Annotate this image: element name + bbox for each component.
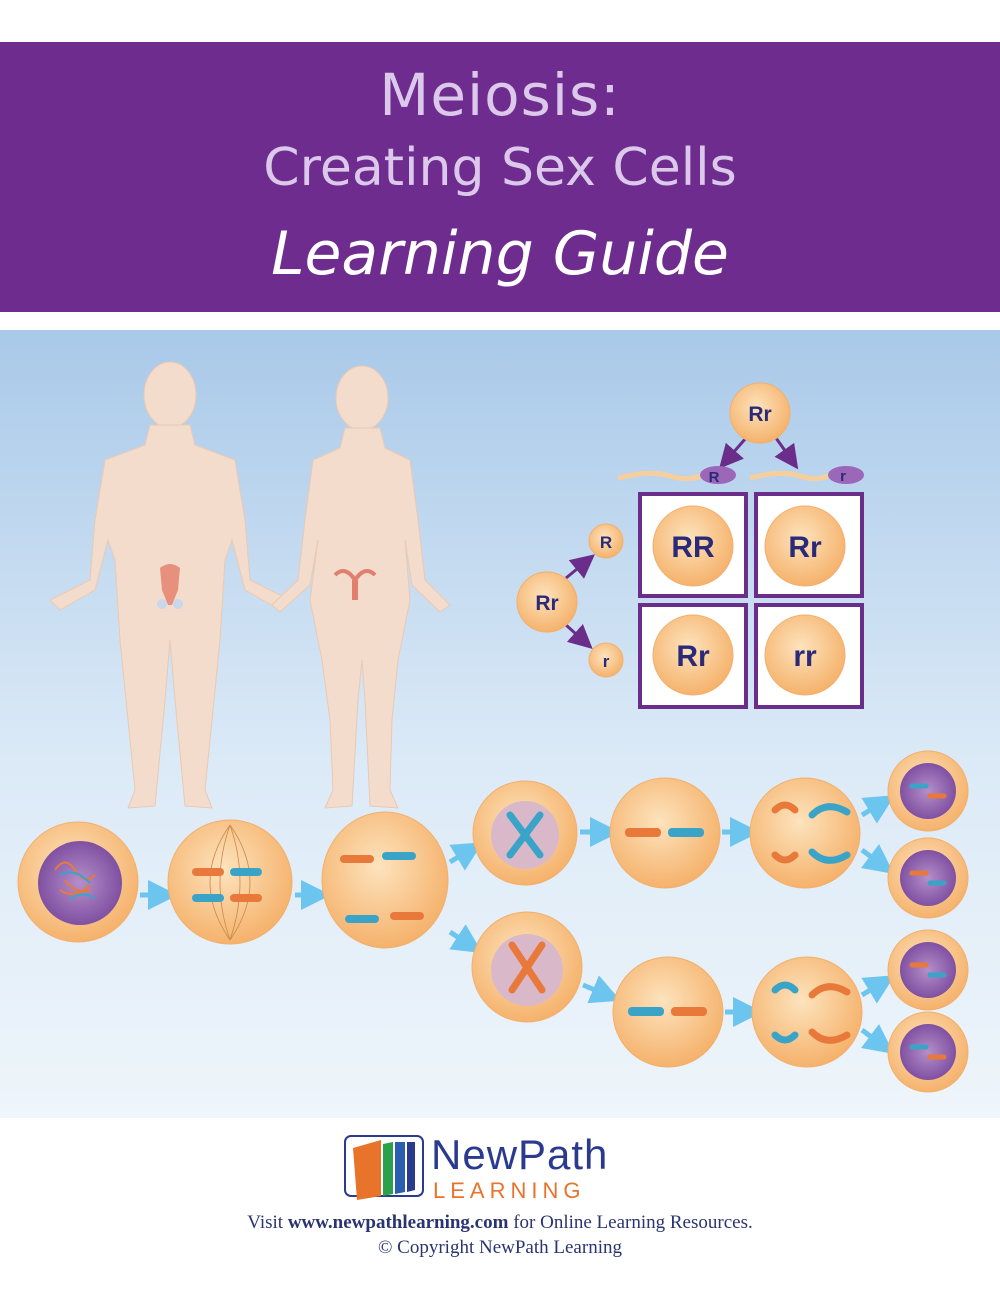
- book-logo-icon: [344, 1135, 424, 1200]
- visit-line: Visit www.newpathlearning.com for Online…: [0, 1212, 1000, 1234]
- cell-anaphase-2-lower: [751, 956, 863, 1068]
- footer: NewPath LEARNING Visit www.newpathlearni…: [0, 1118, 1000, 1294]
- sperm-r-dominant: R: [617, 466, 736, 486]
- female-silhouette: [271, 365, 451, 809]
- title-line-2: Creating Sex Cells: [263, 138, 737, 198]
- cell-anaphase-1: [321, 811, 449, 949]
- punnett-cell-3: Rr: [676, 640, 710, 673]
- title-line-1: Meiosis:: [379, 61, 621, 129]
- logo-word-learning: LEARNING: [433, 1178, 586, 1203]
- cover-illustration: Rr R r Rr R r: [0, 330, 1000, 1118]
- newpath-logo: NewPath LEARNING: [343, 1134, 643, 1204]
- subtitle: Learning Guide: [271, 219, 729, 289]
- copyright: © Copyright NewPath Learning: [378, 1237, 622, 1258]
- sperm-r-recessive: r: [749, 466, 864, 485]
- male-silhouette: [49, 361, 291, 809]
- egg-allele-recessive: r: [603, 652, 610, 671]
- website-link[interactable]: www.newpathlearning.com: [287, 1212, 509, 1233]
- parent-top-genotype: Rr: [748, 403, 771, 426]
- daughter-cells: [887, 750, 969, 1093]
- cell-metaphase-2-lower: [612, 956, 724, 1068]
- meiosis-sequence: [17, 750, 969, 1093]
- egg-allele-dominant: R: [600, 533, 612, 552]
- cell-prophase-2-lower: [471, 911, 583, 1023]
- cell-metaphase-1: [167, 819, 293, 945]
- cell-metaphase-2-upper: [609, 777, 721, 889]
- title-banner: Meiosis: Creating Sex Cells Learning Gui…: [0, 42, 1000, 312]
- parent-left-genotype: Rr: [535, 592, 558, 615]
- visit-prefix: Visit: [247, 1212, 288, 1233]
- punnett-square-diagram: Rr R r Rr R r: [516, 382, 864, 709]
- punnett-cell-1: RR: [671, 531, 715, 564]
- sperm-allele-recessive: r: [840, 468, 846, 485]
- male-reproductive-organs: [157, 564, 183, 609]
- logo-word-newpath: NewPath: [431, 1131, 609, 1178]
- female-reproductive-organs: [333, 569, 377, 600]
- visit-suffix: for Online Learning Resources.: [508, 1212, 753, 1233]
- cell-anaphase-2-upper: [749, 777, 861, 889]
- punnett-cell-4: rr: [793, 640, 817, 673]
- cell-interphase: [17, 821, 139, 943]
- sperm-allele-dominant: R: [709, 469, 720, 486]
- cell-prophase-2-upper: [472, 780, 578, 886]
- punnett-cell-2: Rr: [788, 531, 822, 564]
